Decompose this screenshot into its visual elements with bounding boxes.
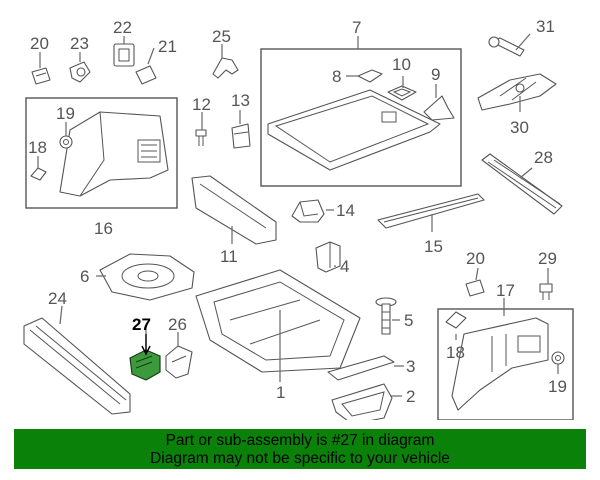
info-banner-line-2: Diagram may not be specific to your vehi… — [150, 450, 450, 467]
part-15-sill — [377, 193, 485, 229]
part-10-cover — [387, 85, 417, 101]
parts-diagram: 20 23 22 21 25 7 31 8 10 9 19 12 13 30 1… — [23, 17, 574, 420]
callout-31: 31 — [536, 17, 555, 36]
callout-25: 25 — [212, 27, 231, 46]
part-3-cover — [327, 355, 395, 381]
part-30-jack — [477, 73, 557, 111]
callout-22: 22 — [113, 18, 132, 37]
part-28-rail — [481, 153, 563, 215]
part-23-grommet — [69, 61, 91, 83]
part-14-bracket — [291, 199, 325, 223]
callout-10: 10 — [392, 55, 411, 74]
part-12-screw — [195, 129, 207, 146]
part-7-floor-panel — [267, 89, 441, 171]
part-20-clip-right — [465, 279, 485, 297]
part-1-trunk-floor — [195, 269, 361, 373]
part-20-clip — [31, 67, 51, 85]
callout-19-right: 19 — [548, 377, 567, 396]
part-19-clip-right — [551, 351, 565, 365]
part-21-cover — [135, 65, 157, 85]
part-19-clip — [59, 135, 73, 149]
part-27-bracket-highlighted — [129, 349, 161, 381]
group-box-trunk-trim-left — [25, 97, 178, 209]
callout-11: 11 — [220, 247, 238, 266]
callout-12: 12 — [192, 95, 211, 114]
part-24-cargo-cover — [23, 317, 131, 415]
callout-13: 13 — [231, 91, 250, 110]
callout-19-left: 19 — [56, 104, 75, 123]
group-box-trunk-trim-right — [437, 308, 574, 420]
callout-30: 30 — [510, 118, 529, 137]
callout-15: 15 — [424, 237, 443, 256]
part-26-bracket — [165, 345, 193, 379]
callout-17: 17 — [496, 281, 515, 300]
info-banner: Part or sub-assembly is #27 in diagram D… — [14, 429, 586, 469]
part-18-clip-right — [445, 311, 467, 329]
part-13-bracket — [231, 123, 251, 149]
callout-2: 2 — [406, 387, 415, 406]
callout-26: 26 — [168, 315, 187, 334]
callout-24: 24 — [48, 289, 67, 308]
callout-9: 9 — [431, 65, 440, 84]
callout-4: 4 — [340, 257, 349, 276]
callout-14: 14 — [336, 201, 355, 220]
callout-23: 23 — [70, 34, 89, 53]
callout-6: 6 — [80, 267, 89, 286]
callout-16: 16 — [94, 219, 113, 238]
part-4-bracket — [315, 241, 341, 273]
info-banner-line-1: Part or sub-assembly is #27 in diagram — [165, 432, 435, 449]
callout-21: 21 — [158, 37, 177, 56]
part-9-hook — [423, 95, 455, 121]
callout-27-highlighted: 27 — [132, 315, 151, 334]
part-5-bolt — [375, 297, 397, 335]
leader-lines — [37, 33, 559, 397]
part-22-bracket — [113, 43, 135, 67]
callout-1: 1 — [276, 383, 285, 402]
callout-29: 29 — [538, 249, 557, 268]
callout-3: 3 — [406, 357, 415, 376]
part-31-wrench — [488, 36, 525, 57]
callout-18-right: 18 — [446, 343, 465, 362]
callout-8: 8 — [332, 67, 341, 86]
callout-20-top: 20 — [30, 34, 49, 53]
part-6-wheel-insert — [99, 253, 195, 301]
callout-20-right: 20 — [466, 249, 485, 268]
callout-28: 28 — [534, 148, 553, 167]
callout-7: 7 — [352, 18, 361, 37]
part-8-handle — [357, 69, 383, 83]
part-11-trim — [191, 175, 277, 245]
part-29-screw — [539, 283, 553, 300]
callout-5: 5 — [404, 311, 413, 330]
part-17-trim-panel — [451, 317, 549, 411]
part-16-trim-panel — [59, 111, 169, 197]
callout-27-arrowhead — [141, 345, 151, 356]
part-25-bracket — [212, 57, 239, 79]
callout-18-left: 18 — [28, 138, 47, 157]
part-2-tray — [331, 383, 393, 420]
group-box-floor-panel — [260, 48, 462, 187]
part-18-clip — [30, 167, 47, 181]
